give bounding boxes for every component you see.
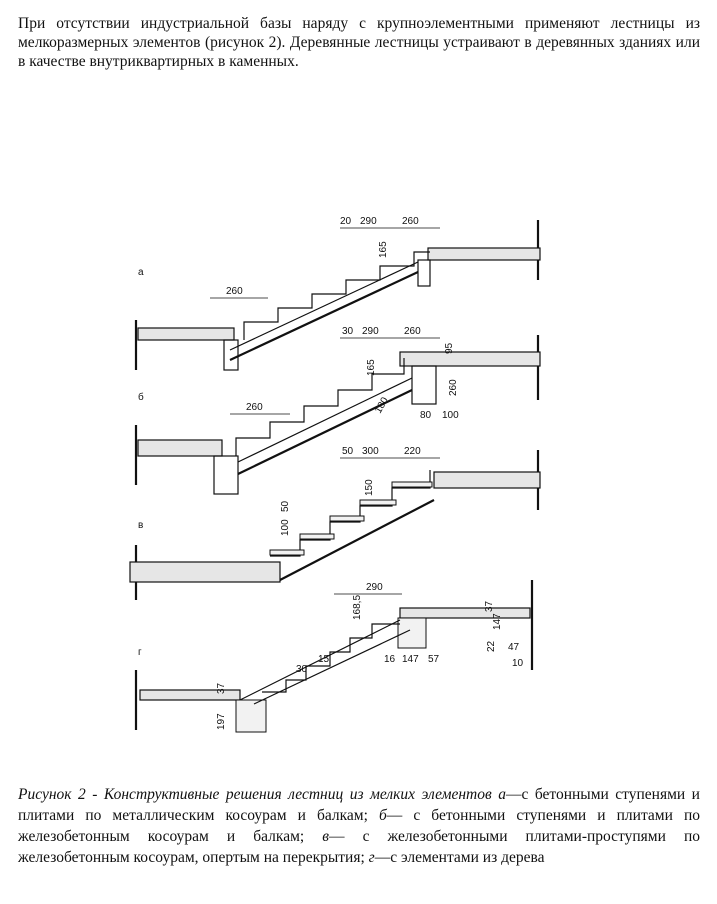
dim-v-3: 150 [364,479,375,496]
dim-g-9: 147 [492,613,503,630]
dim-g-1: 168,5 [352,595,363,620]
dim-v-2: 220 [404,446,421,457]
dim-g-12: 37 [216,682,227,694]
caption-v-text: — с железобетонными плитами-проступями п… [18,828,701,866]
drawing-variant-b: б 260 30 290 260 95 165 180 260 80 100 [134,326,541,495]
dim-v-1: 300 [362,446,379,457]
caption-g-text: —с элементами из дерева [374,849,545,866]
dim-g-3: 15 [318,654,330,665]
dim-a-2: 260 [402,216,419,227]
dim-a-4: 165 [378,241,389,258]
figure-caption: Рисунок 2 - Конструктивные решения лестн… [18,784,700,868]
dim-g-0: 290 [366,582,383,593]
dim-v-0: 50 [342,446,354,457]
dim-g-8: 22 [486,640,497,652]
dim-b-8: 100 [442,410,459,421]
stair-drawings: а 260 20 290 260 165 б [129,216,541,733]
caption-a-letter: а [498,786,506,803]
dim-v-4: 100 [280,519,291,536]
dim-b-1: 290 [362,326,379,337]
dim-b-5: 180 [373,395,391,415]
drawing-variant-v: в 50 300 220 150 100 50 [129,446,541,600]
label-v: в [138,520,143,531]
dim-b-0: 30 [342,326,354,337]
drawing-variant-g: г 290 168,5 37 15 30 16 147 57 22 147 47… [134,580,534,733]
dim-g-13: 197 [216,713,227,730]
label-a: а [138,267,144,278]
dim-g-7: 57 [428,654,440,665]
intro-paragraph: При отсутствии индустриальной базы наряд… [18,15,700,70]
dim-g-4: 30 [296,664,308,675]
label-g: г [138,647,142,658]
dim-b-7: 80 [420,410,432,421]
dim-v-5: 50 [280,500,291,512]
caption-b-letter: б [379,807,387,824]
caption-lead: Рисунок 2 - Конструктивные решения лестн… [18,786,492,803]
dim-g-10: 47 [508,642,520,653]
caption-b-text: — с бетонными ступенями и плитами по жел… [18,807,701,845]
dim-g-2: 37 [484,600,495,612]
label-b: б [138,391,144,403]
dim-g-6: 147 [402,654,419,665]
dim-b-4: 165 [366,359,377,376]
caption-a-text: —с бетонными ступенями и плитами по мета… [18,786,700,824]
caption-g-letter: г [368,849,375,866]
drawing-variant-a: а 260 20 290 260 165 [134,216,541,371]
dim-b-2: 260 [404,326,421,337]
dim-b-6: 260 [448,379,459,396]
dim-a-0: 20 [340,216,352,227]
dim-a-3: 260 [226,286,243,297]
dim-a-1: 290 [360,216,377,227]
caption-v-letter: в [322,828,330,845]
dim-g-5: 16 [384,654,396,665]
dim-b-9: 260 [246,402,263,413]
dim-b-3: 95 [444,342,455,354]
dim-g-11: 10 [512,658,524,669]
